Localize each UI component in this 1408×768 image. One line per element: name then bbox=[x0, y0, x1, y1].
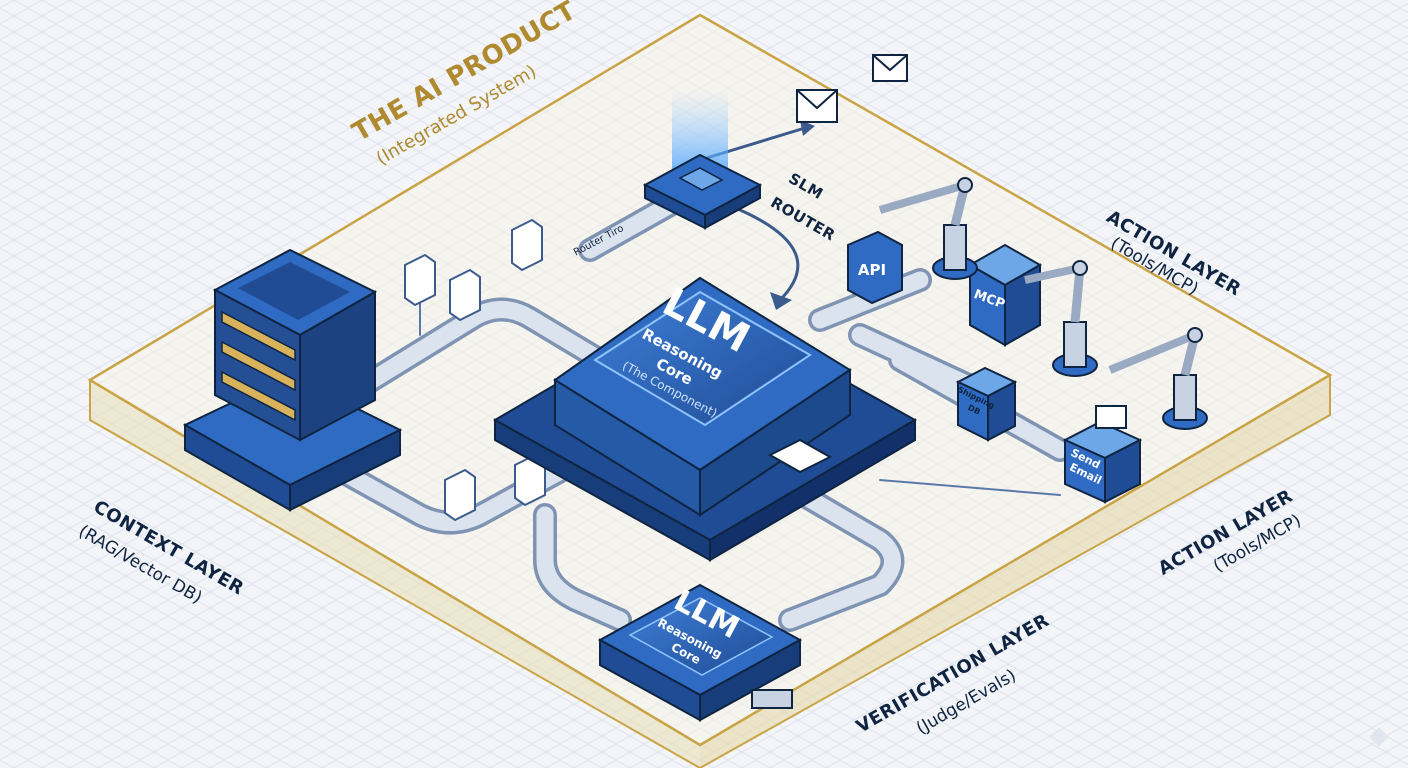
send-email-box bbox=[1062, 405, 1143, 504]
document-icons bbox=[404, 218, 546, 522]
robot-arm-icons bbox=[878, 177, 1208, 430]
llm-core-chip bbox=[492, 276, 918, 562]
api-tool-box bbox=[847, 230, 903, 305]
mcp-tool-cube bbox=[967, 243, 1043, 347]
shipping-db-box bbox=[955, 366, 1018, 442]
api-label: API bbox=[858, 261, 886, 279]
envelope-icons bbox=[796, 54, 908, 123]
vector-db-server-icon bbox=[182, 248, 403, 512]
slm-router-icon bbox=[642, 90, 763, 230]
judge-llm-chip bbox=[597, 583, 803, 722]
